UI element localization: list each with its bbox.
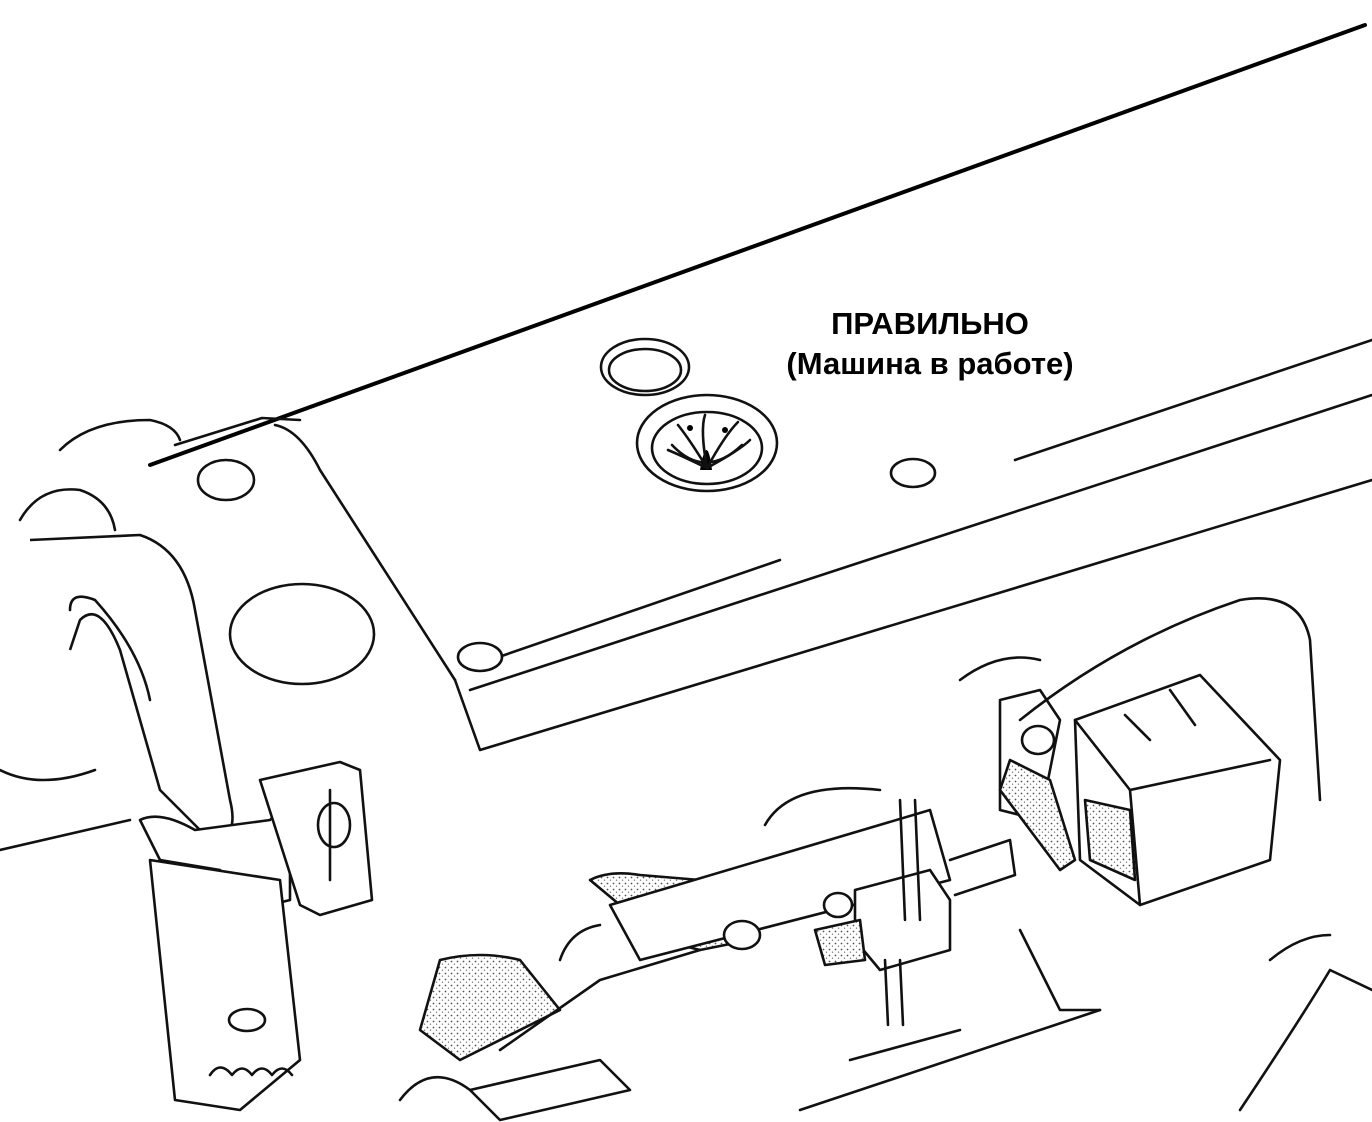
caption-subtitle: (Машина в работе) bbox=[786, 346, 1074, 381]
tension-controller bbox=[948, 656, 1282, 907]
machine-arm-top bbox=[148, 23, 1372, 752]
needle-bar-area bbox=[588, 786, 952, 1027]
lower-bracket bbox=[398, 923, 702, 1122]
status-caption: ПРАВИЛЬНО (Машина в работе) bbox=[720, 304, 1140, 384]
left-lever-assembly bbox=[0, 418, 302, 1112]
arm-screws bbox=[196, 337, 937, 686]
oil-splash-window-icon bbox=[635, 393, 779, 493]
caption-title: ПРАВИЛЬНО bbox=[831, 306, 1029, 341]
machine-bed bbox=[798, 597, 1372, 1112]
thread-guide-bracket bbox=[258, 760, 374, 917]
